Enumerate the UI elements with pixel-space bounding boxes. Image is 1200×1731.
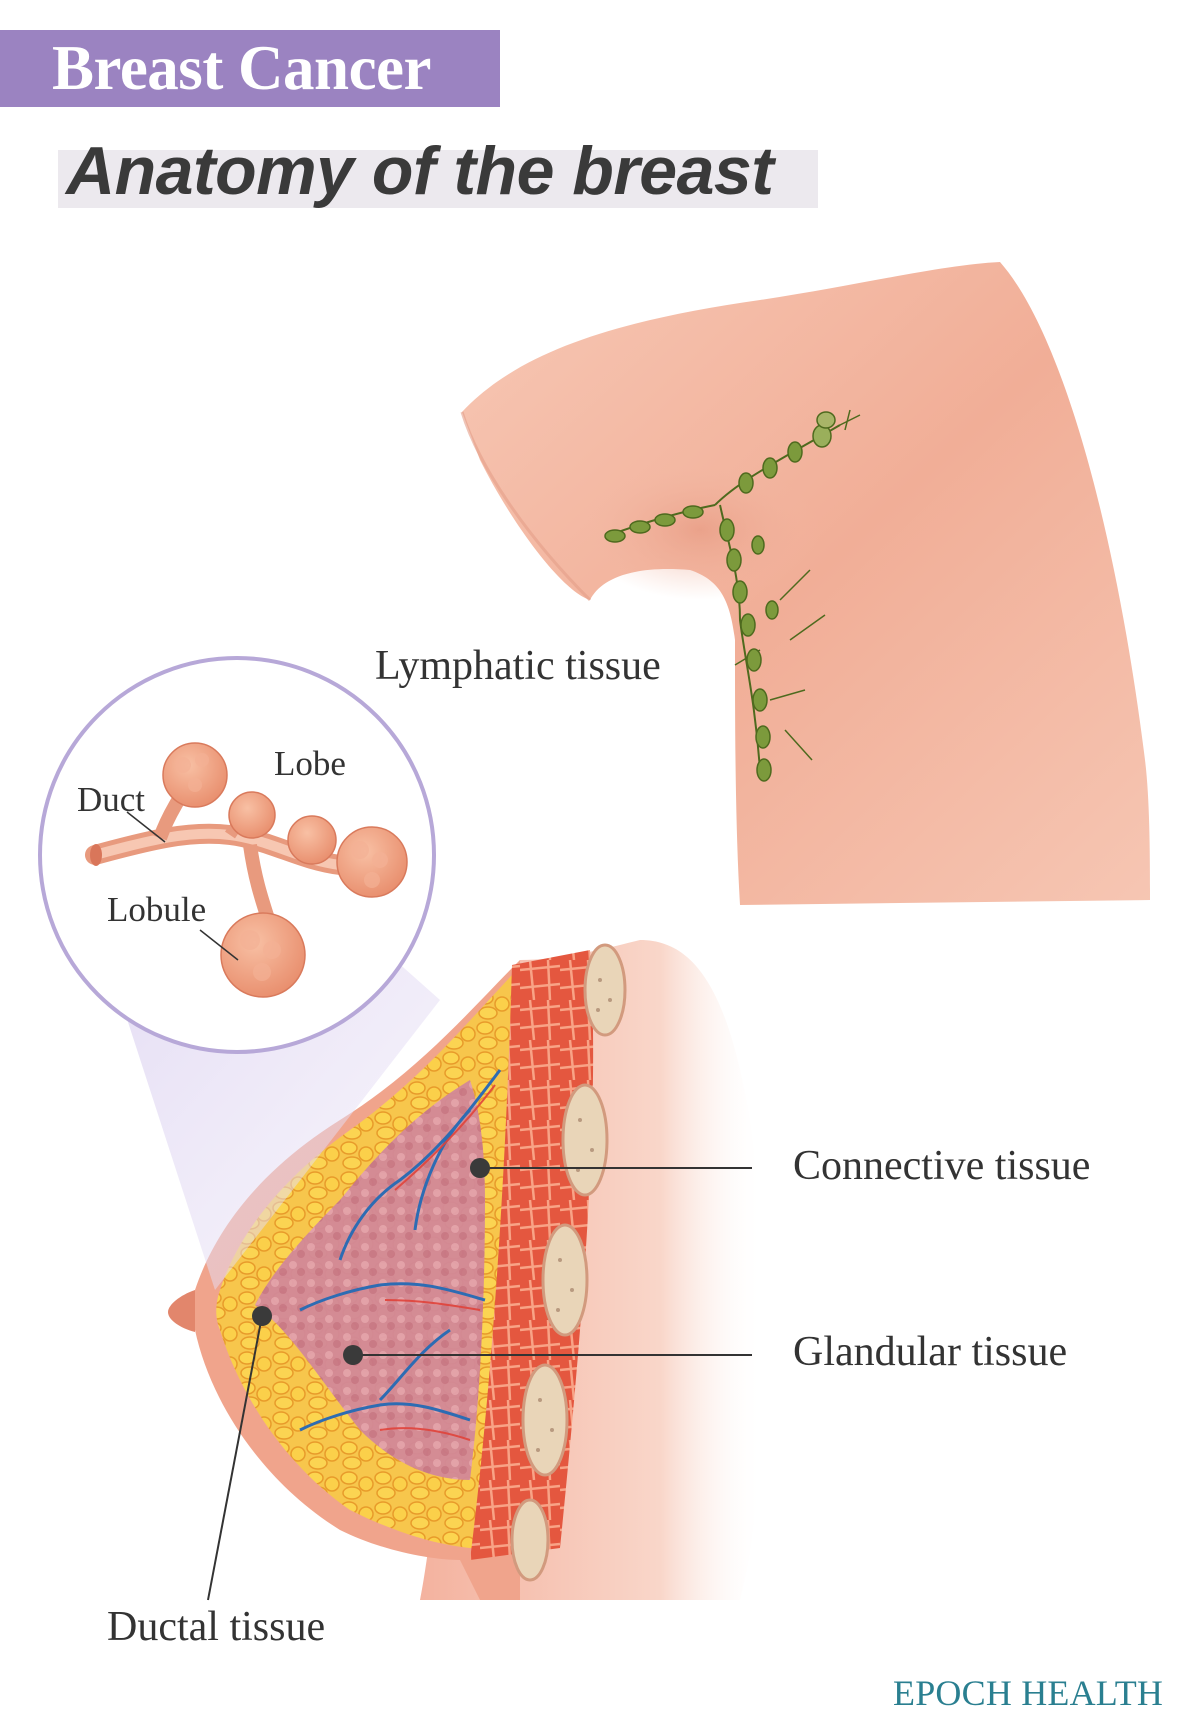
breast-cross-section [168, 940, 764, 1600]
page-title: Anatomy of the breast [66, 133, 774, 209]
category-title: Breast Cancer [52, 33, 431, 103]
label-lobule: Lobule [107, 890, 207, 929]
label-markers [252, 1158, 490, 1365]
brand-logo-text: EPOCH HEALTH [893, 1673, 1164, 1713]
label-ductal-tissue: Ductal tissue [107, 1604, 326, 1650]
torso-arm-drawing [460, 262, 1150, 905]
label-glandular-tissue: Glandular tissue [793, 1329, 1068, 1375]
label-duct: Duct [77, 780, 146, 819]
category-banner [0, 30, 500, 107]
label-lymphatic-tissue: Lymphatic tissue [375, 643, 661, 689]
lymph-nodes [604, 411, 836, 782]
label-lobe: Lobe [274, 744, 346, 783]
label-leader-lines [207, 1167, 752, 1601]
label-connective-tissue: Connective tissue [793, 1143, 1091, 1189]
title-highlight [58, 150, 818, 208]
magnified-view [38, 656, 436, 1054]
